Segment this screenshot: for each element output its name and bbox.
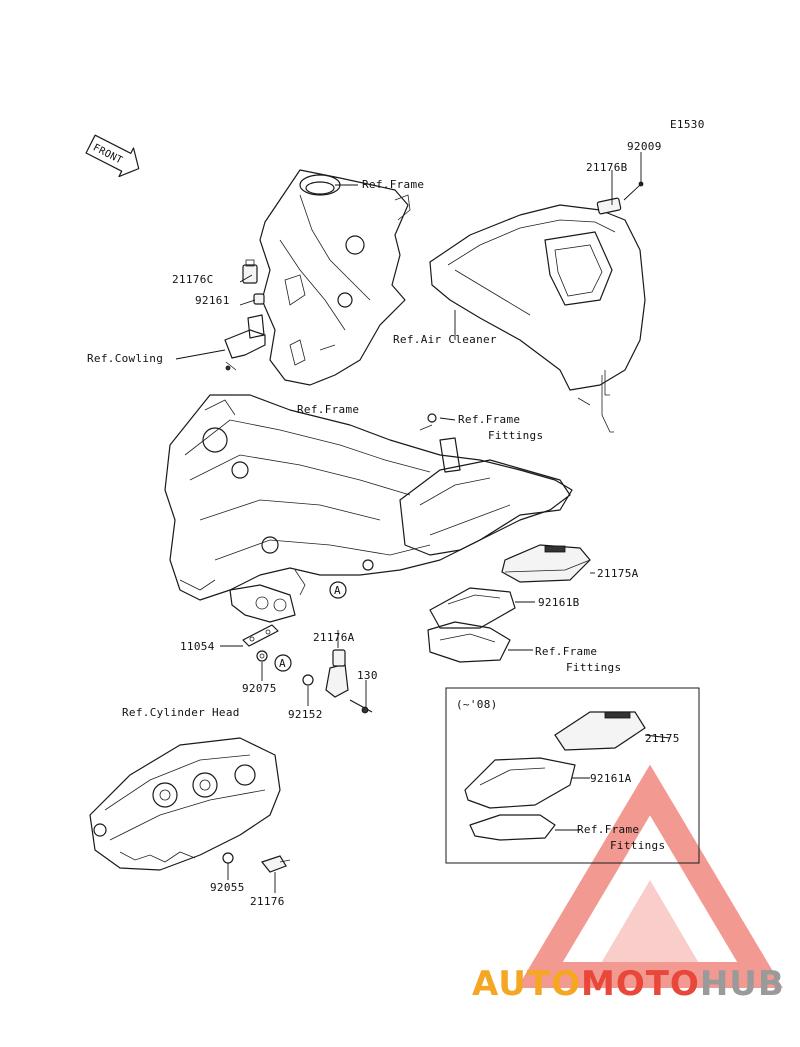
- svg-text:AUTOMOTOHUB: AUTOMOTOHUB: [472, 964, 785, 1004]
- label-11054: 11054: [180, 640, 215, 653]
- leader-lines: [175, 152, 671, 893]
- frame-fittings-bracket-drawing: [427, 621, 511, 663]
- label-21176c: 21176C: [172, 273, 214, 286]
- label-130: 130: [357, 669, 378, 682]
- part-labels: 92009 21176B 21176C 92161 Ref.Cowling Re…: [87, 140, 680, 908]
- label-21176b: 21176B: [586, 161, 628, 174]
- label-ref-frame-fittings-3a: Ref.Frame: [577, 823, 639, 836]
- label-21175a: 21175A: [597, 567, 639, 580]
- svg-text:A: A: [279, 657, 286, 670]
- inset-label: (~'08): [456, 698, 498, 711]
- upper-frame-drawing: [259, 169, 411, 386]
- label-92161a: 92161A: [590, 772, 632, 785]
- front-label: FRONT: [91, 142, 124, 166]
- label-ref-cowling: Ref.Cowling: [87, 352, 163, 365]
- label-21176: 21176: [250, 895, 285, 908]
- label-ref-frame-fittings-1b: Fittings: [488, 429, 543, 442]
- diagram-id: E1530: [670, 118, 705, 131]
- label-ref-frame-top: Ref.Frame: [362, 178, 424, 191]
- main-frame-drawing: [164, 394, 573, 623]
- watermark-part3: HUB: [700, 964, 785, 1004]
- watermark-part1: AUTO: [472, 964, 581, 1004]
- sensor-21176c-drawing: [224, 259, 266, 371]
- label-92161: 92161: [195, 294, 230, 307]
- label-ref-frame-fittings-3b: Fittings: [610, 839, 665, 852]
- cylinder-head-drawing: [89, 737, 291, 873]
- label-ref-frame-fittings-2a: Ref.Frame: [535, 645, 597, 658]
- label-ref-frame-mid: Ref.Frame: [297, 403, 359, 416]
- svg-text:A: A: [334, 584, 341, 597]
- label-92152: 92152: [288, 708, 323, 721]
- watermark-logo-mark: [517, 764, 783, 988]
- ecu-21175a-drawing: [501, 544, 591, 583]
- holder-92161b-drawing: [429, 587, 516, 629]
- callout-a-2: A: [274, 654, 292, 672]
- label-21175: 21175: [645, 732, 680, 745]
- sensor-21176a-drawing: [302, 649, 373, 714]
- bracket-11054-drawing: [242, 624, 279, 662]
- label-92075: 92075: [242, 682, 277, 695]
- label-ref-frame-fittings-2b: Fittings: [566, 661, 621, 674]
- label-ref-air-cleaner: Ref.Air Cleaner: [393, 333, 497, 346]
- front-arrow-icon: FRONT: [85, 134, 140, 178]
- label-92161b: 92161B: [538, 596, 580, 609]
- label-92009: 92009: [627, 140, 662, 153]
- label-92055: 92055: [210, 881, 245, 894]
- label-ref-cylinder-head: Ref.Cylinder Head: [122, 706, 240, 719]
- label-ref-frame-fittings-1a: Ref.Frame: [458, 413, 520, 426]
- label-21176a: 21176A: [313, 631, 355, 644]
- inset-box: (~'08): [445, 687, 700, 864]
- callout-a-1: A: [329, 581, 347, 599]
- air-cleaner-drawing: [429, 181, 646, 433]
- watermark-part2: MOTO: [581, 964, 700, 1004]
- watermark-wordmark: AUTOMOTOHUB: [472, 964, 785, 1004]
